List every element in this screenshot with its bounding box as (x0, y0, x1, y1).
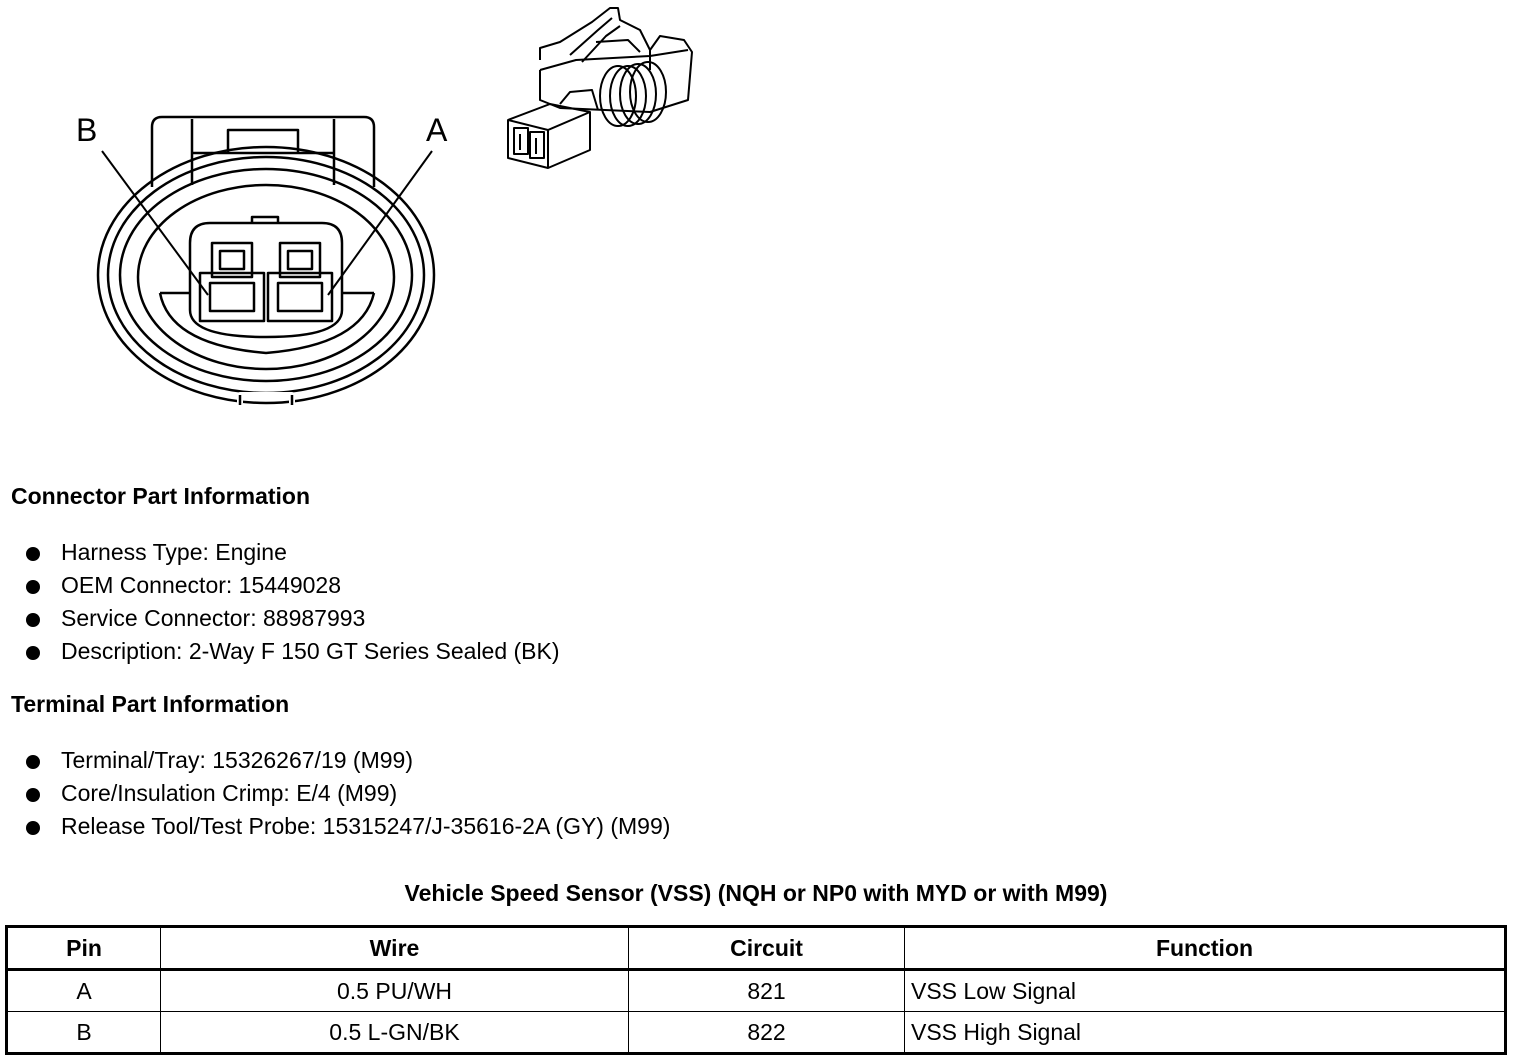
pin-label-b: B (76, 112, 97, 148)
bullet-icon (26, 613, 40, 627)
latch-arm-inner (569, 17, 641, 63)
list-item-text: Release Tool/Test Probe: 15315247/J-3561… (61, 813, 671, 839)
table-row: A 0.5 PU/WH 821 VSS Low Signal (6, 969, 1506, 1012)
cell-wire: 0.5 L-GN/BK (160, 1011, 629, 1054)
terminal-a-upper (278, 241, 322, 279)
pin-label-a: A (426, 112, 448, 148)
body-top (539, 49, 689, 71)
locking-ramp (559, 89, 599, 111)
seal-ring (136, 183, 396, 371)
terminal-b-upper-inner (218, 249, 246, 271)
list-item-text: Service Connector: 88987993 (61, 605, 366, 631)
terminal-info-list: Terminal/Tray: 15326267/19 (M99) Core/In… (26, 744, 670, 843)
list-item: Terminal/Tray: 15326267/19 (M99) (26, 744, 670, 777)
nose-top (507, 111, 591, 168)
bottom-notch-edge (238, 395, 294, 405)
cell-circuit: 822 (628, 1011, 905, 1054)
nose-cavity-1 (513, 127, 529, 155)
terminal-b-upper (210, 241, 254, 279)
latch-inner (190, 119, 336, 185)
seal-ring-1 (599, 65, 637, 127)
outer-shell (96, 145, 436, 405)
terminal-a-upper-inner (286, 249, 314, 271)
table-title: Vehicle Speed Sensor (VSS) (NQH or NP0 w… (404, 880, 1108, 906)
cavity-key (250, 215, 280, 223)
connector-body (539, 35, 693, 113)
header-function: Function (904, 926, 1506, 971)
list-item: Harness Type: Engine (26, 536, 560, 569)
list-item: Release Tool/Test Probe: 15315247/J-3561… (26, 810, 670, 843)
header-wire: Wire (160, 926, 629, 971)
terminal-a-inner (276, 281, 324, 313)
cell-pin: A (6, 969, 161, 1012)
terminal-cavity (188, 221, 344, 339)
list-item: Core/Insulation Crimp: E/4 (M99) (26, 777, 670, 810)
connector-face-diagram: B A (76, 112, 448, 405)
list-item-text: Core/Insulation Crimp: E/4 (M99) (61, 780, 398, 806)
table-row: B 0.5 L-GN/BK 822 VSS High Signal (6, 1011, 1506, 1054)
bullet-icon (26, 580, 40, 594)
bullet-icon (26, 646, 40, 660)
connector-info-title: Connector Part Information (11, 483, 311, 509)
cell-wire: 0.5 PU/WH (160, 969, 629, 1012)
list-item-text: Description: 2-Way F 150 GT Series Seale… (61, 638, 560, 664)
leader-a (327, 150, 433, 296)
cell-function: VSS Low Signal (904, 969, 1506, 1012)
bullet-icon (26, 788, 40, 802)
bullet-icon (26, 755, 40, 769)
bullet-icon (26, 821, 40, 835)
cell-function: VSS High Signal (904, 1011, 1506, 1054)
list-item-text: Harness Type: Engine (61, 539, 287, 565)
list-item: OEM Connector: 15449028 (26, 569, 560, 602)
leader-b (101, 150, 209, 296)
terminal-b-inner (208, 281, 256, 313)
pin-table: Pin Wire Circuit Function A 0.5 PU/WH 82… (5, 925, 1507, 1055)
nose-cavity-2 (529, 131, 545, 159)
terminal-b (198, 271, 266, 323)
inner-ledge (158, 291, 376, 355)
cell-circuit: 821 (628, 969, 905, 1012)
header-pin: Pin (6, 926, 161, 971)
connector-isometric-diagram (507, 7, 693, 169)
bullet-icon (26, 547, 40, 561)
list-item-text: OEM Connector: 15449028 (61, 572, 342, 598)
terminal-a (266, 271, 334, 323)
list-item: Description: 2-Way F 150 GT Series Seale… (26, 635, 560, 668)
outer-shell-ring-2 (106, 155, 426, 395)
latch-housing (150, 115, 376, 187)
latch-arm (539, 7, 651, 70)
seal-ring-4 (629, 61, 667, 123)
connector-info-list: Harness Type: Engine OEM Connector: 1544… (26, 536, 560, 668)
list-item: Service Connector: 88987993 (26, 602, 560, 635)
connector-nose (507, 103, 591, 169)
seal-ring-2 (609, 65, 647, 127)
table-header-row: Pin Wire Circuit Function (6, 926, 1506, 971)
cell-pin: B (6, 1011, 161, 1054)
seal-ring-3 (619, 63, 657, 125)
header-circuit: Circuit (628, 926, 905, 971)
outer-shell-ring-3 (118, 167, 414, 383)
terminal-info-title: Terminal Part Information (11, 691, 290, 717)
list-item-text: Terminal/Tray: 15326267/19 (M99) (61, 747, 413, 773)
